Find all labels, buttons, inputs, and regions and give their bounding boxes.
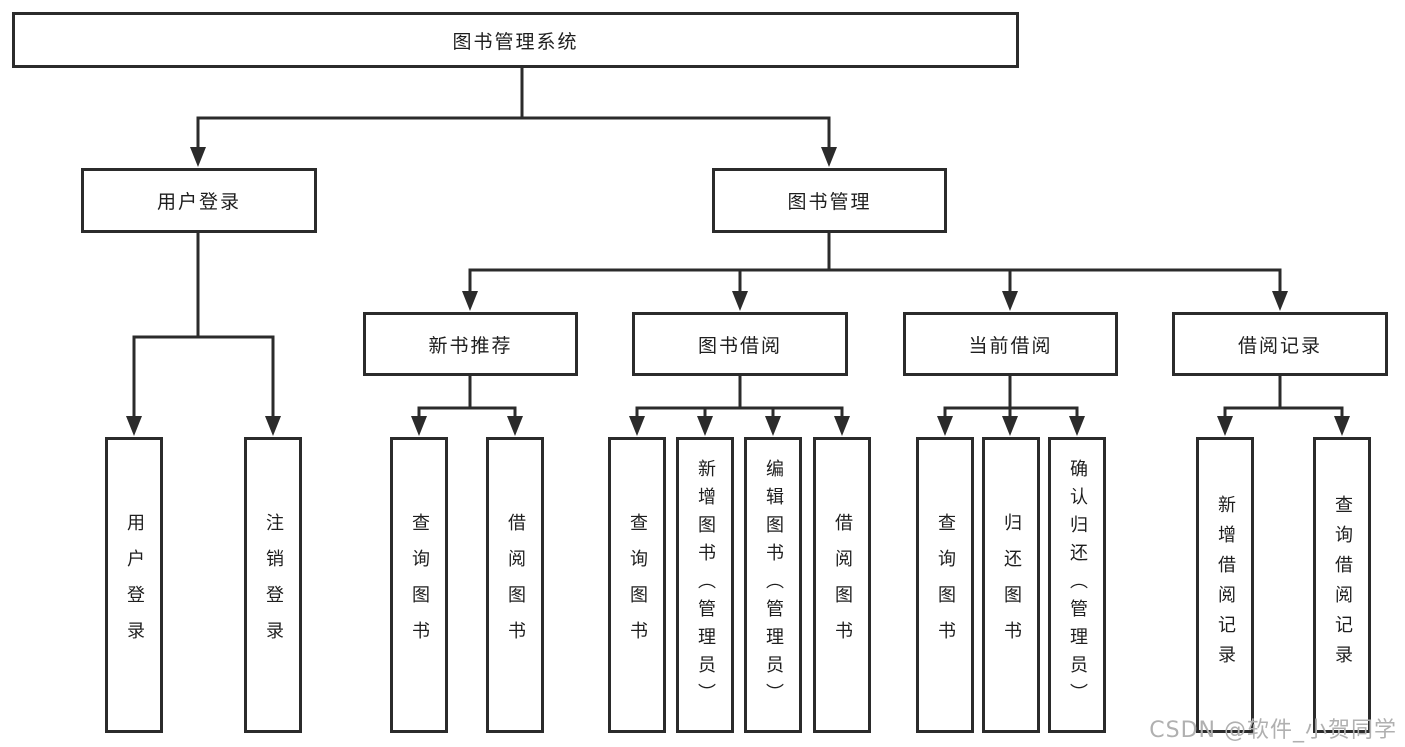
node-new-book-recommendation-label: 新书推荐 [428, 334, 513, 357]
leaf-return-books-label: 归还图书 [1001, 513, 1022, 657]
leaf-query-books-borrowing-label: 查询图书 [627, 513, 648, 657]
node-book-management-label: 图书管理 [787, 191, 872, 213]
arrow-down-icon [411, 416, 427, 436]
leaf-query-books-borrowing: 查询图书 [608, 437, 666, 733]
arrow-down-icon [732, 291, 748, 311]
arrow-down-icon [190, 147, 206, 167]
node-current-borrowing-label: 当前借阅 [968, 334, 1053, 357]
arrow-down-icon [834, 416, 850, 436]
leaf-add-borrow-record-label: 新增借阅记录 [1215, 495, 1236, 675]
leaf-borrow-books-borrowing-label: 借阅图书 [832, 513, 853, 657]
arrow-down-icon [629, 416, 645, 436]
leaf-query-books-recommend: 查询图书 [390, 437, 448, 733]
leaf-confirm-return-admin-label: 确认归还（管理员） [1067, 459, 1088, 711]
node-book-borrowing-label: 图书借阅 [697, 334, 782, 357]
arrow-down-icon [265, 416, 281, 436]
node-book-management: 图书管理 [712, 168, 947, 233]
arrow-down-icon [697, 416, 713, 436]
node-book-borrowing: 图书借阅 [632, 312, 848, 376]
arrow-down-icon [937, 416, 953, 436]
leaf-edit-book-admin-label: 编辑图书（管理员） [763, 459, 784, 711]
node-borrowing-records: 借阅记录 [1172, 312, 1388, 376]
arrow-down-icon [126, 416, 142, 436]
arrow-down-icon [1002, 291, 1018, 311]
leaf-query-books-current-label: 查询图书 [935, 513, 956, 657]
node-current-borrowing: 当前借阅 [903, 312, 1118, 376]
leaf-query-books-recommend-label: 查询图书 [409, 513, 430, 657]
leaf-add-book-admin-label: 新增图书（管理员） [695, 459, 716, 711]
leaf-logout: 注销登录 [244, 437, 302, 733]
leaf-borrow-books-recommend-label: 借阅图书 [505, 513, 526, 657]
node-root: 图书管理系统 [12, 12, 1019, 68]
leaf-query-books-current: 查询图书 [916, 437, 974, 733]
leaf-query-borrow-record: 查询借阅记录 [1313, 437, 1371, 733]
leaf-query-borrow-record-label: 查询借阅记录 [1332, 495, 1353, 675]
leaf-edit-book-admin: 编辑图书（管理员） [744, 437, 802, 733]
leaf-user-login-label: 用户登录 [124, 513, 145, 657]
node-user-login: 用户登录 [81, 168, 317, 233]
leaf-borrow-books-borrowing: 借阅图书 [813, 437, 871, 733]
arrow-down-icon [1069, 416, 1085, 436]
leaf-return-books: 归还图书 [982, 437, 1040, 733]
leaf-confirm-return-admin: 确认归还（管理员） [1048, 437, 1106, 733]
leaf-user-login: 用户登录 [105, 437, 163, 733]
node-root-label: 图书管理系统 [452, 30, 579, 53]
arrow-down-icon [1217, 416, 1233, 436]
arrow-down-icon [1334, 416, 1350, 436]
node-new-book-recommendation: 新书推荐 [363, 312, 578, 376]
leaf-borrow-books-recommend: 借阅图书 [486, 437, 544, 733]
arrow-down-icon [765, 416, 781, 436]
leaf-logout-label: 注销登录 [263, 513, 284, 657]
node-user-login-label: 用户登录 [156, 191, 241, 213]
watermark: CSDN @软件_小贺同学 [1149, 718, 1397, 743]
arrow-down-icon [462, 291, 478, 311]
arrow-down-icon [507, 416, 523, 436]
leaf-add-book-admin: 新增图书（管理员） [676, 437, 734, 733]
leaf-add-borrow-record: 新增借阅记录 [1196, 437, 1254, 733]
arrow-down-icon [1272, 291, 1288, 311]
arrow-down-icon [821, 147, 837, 167]
arrow-down-icon [1002, 416, 1018, 436]
node-borrowing-records-label: 借阅记录 [1237, 334, 1322, 357]
